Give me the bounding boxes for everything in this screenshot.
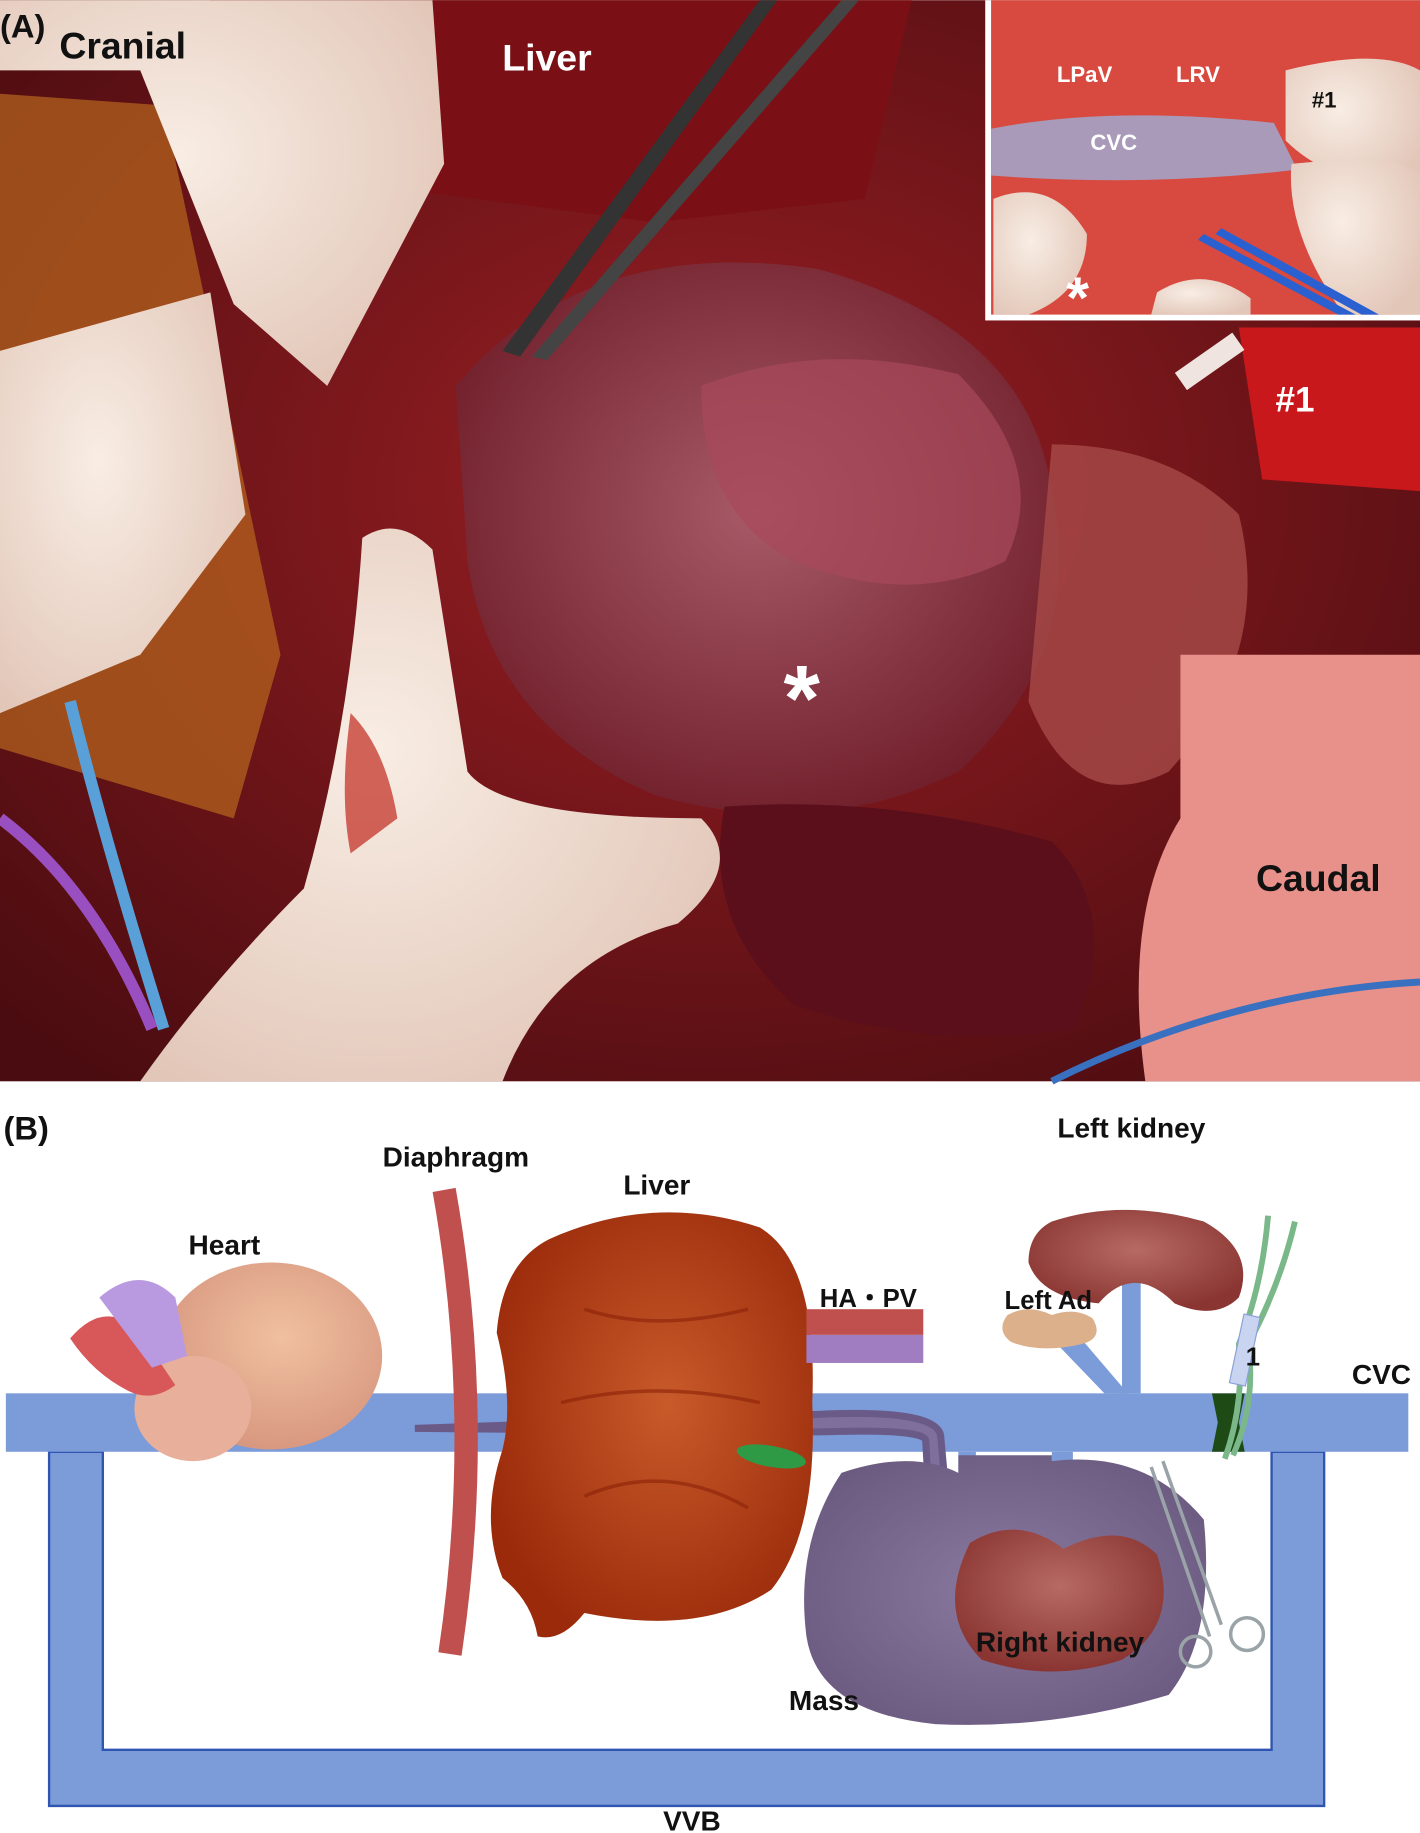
label-vvb: VVB: [663, 1805, 721, 1833]
glove-left-hand: [0, 292, 246, 714]
ligation-marker: [736, 1444, 806, 1469]
gauze: [1138, 654, 1420, 1082]
label-diaphragm: Diaphragm: [383, 1142, 529, 1173]
glove-top-left: [0, 0, 445, 386]
glove-right-hand: [140, 528, 720, 1082]
diaphragm-illustration: [432, 1187, 478, 1656]
label-cranial: Cranial: [59, 25, 186, 67]
hepatic-artery: [806, 1309, 924, 1335]
inset-photo: [985, 0, 1420, 321]
left-renal-vein: [1121, 1262, 1141, 1394]
label-mass: Mass: [789, 1685, 859, 1716]
label-clip-number: 1: [1246, 1343, 1260, 1371]
heart-illustration: [70, 1262, 383, 1462]
inset-label-clip-1: #1: [1312, 88, 1337, 113]
inset-label-lrv: LRV: [1176, 62, 1220, 87]
red-drape: [1238, 327, 1420, 492]
mass-asterisk: *: [784, 646, 821, 751]
label-ha-pv: HA・PV: [820, 1285, 917, 1313]
left-adrenal-illustration: [1002, 1309, 1097, 1349]
label-right-kidney: Right kidney: [976, 1627, 1145, 1658]
label-cvc: CVC: [1352, 1359, 1411, 1390]
spleen-tissue: [719, 804, 1094, 1037]
blue-tube: [64, 700, 170, 1031]
label-liver: Liver: [623, 1170, 690, 1201]
label-left-kidney: Left kidney: [1057, 1112, 1205, 1143]
inset-cvc-vessel: [991, 115, 1298, 181]
panel-a-label: (A): [0, 8, 45, 45]
purple-tube: [0, 813, 158, 1031]
right-kidney-illustration: [955, 1529, 1164, 1672]
label-heart: Heart: [189, 1229, 261, 1260]
scissors-icon: [1149, 1460, 1266, 1669]
liver-illustration: [490, 1212, 813, 1638]
portal-vein: [806, 1334, 924, 1363]
label-liver-photo: Liver: [502, 36, 591, 78]
vessel-loop-1: [1174, 332, 1245, 391]
inset-label-cvc: CVC: [1090, 130, 1137, 155]
forceps: [502, 0, 778, 357]
left-kidney-illustration: [1028, 1209, 1244, 1311]
label-left-ad: Left Ad: [1005, 1287, 1093, 1315]
inset-mass-asterisk: *: [1066, 266, 1089, 331]
label-caudal: Caudal: [1256, 857, 1381, 899]
inset-label-lpav: LPaV: [1057, 62, 1113, 87]
label-clip-1: #1: [1275, 381, 1314, 420]
panel-b-label: (B): [4, 1110, 49, 1147]
